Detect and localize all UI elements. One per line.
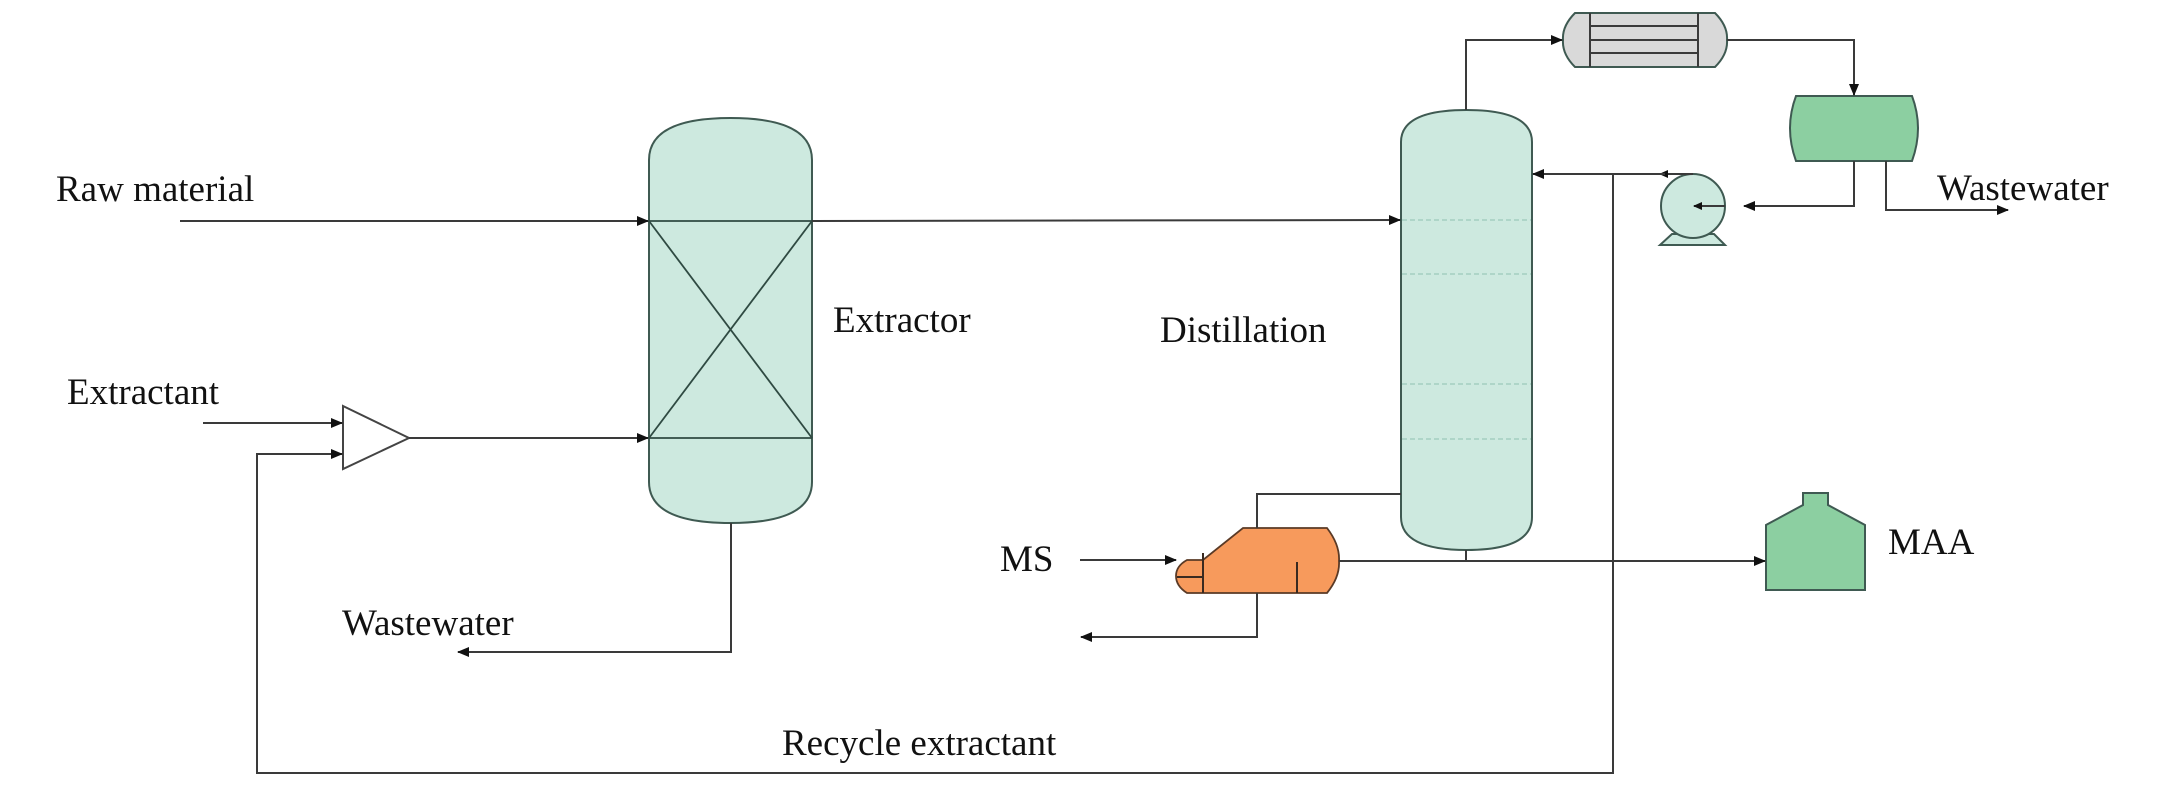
label-maa: MAA [1888,522,1975,563]
label-raw-material: Raw material [56,169,254,210]
maa-tank [1765,492,1866,591]
stream-wastewater-decanter [1885,161,2009,215]
reflux-drum [1789,95,1919,162]
label-wastewater-decanter: Wastewater [1937,168,2109,209]
stream-reboiler-bottoms [1080,593,1258,642]
stream-wastewater-extractor [457,523,732,657]
reboiler [1175,527,1340,594]
label-extractant: Extractant [67,372,220,413]
stream-drum-to-pump [1745,161,1855,207]
label-ms: MS [1000,539,1053,580]
label-wastewater-extractor: Wastewater [342,603,514,644]
reflux-pump [1657,173,1728,246]
stream-extract [811,215,1401,226]
label-recycle-extractant: Recycle extractant [782,723,1057,764]
distillation-column [1400,108,1533,552]
streams [180,35,2009,774]
stream-recycle-extractant [256,174,1614,774]
stream-condensate [1727,39,1859,96]
stream-overhead-vapor [1465,35,1563,110]
mixer [342,404,412,471]
extractor-vessel [648,116,813,525]
packing-cross-2 [648,220,813,439]
label-distillation: Distillation [1160,310,1327,351]
condenser [1561,12,1729,68]
label-extractor: Extractor [833,300,971,341]
stream-column-to-reboiler [1256,493,1401,528]
